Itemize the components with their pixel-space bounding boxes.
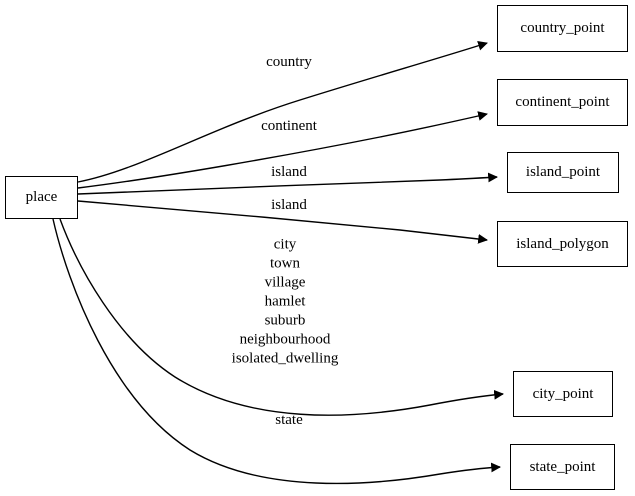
node-continent_point[interactable]: continent_point bbox=[497, 79, 628, 126]
edge-label-island_point: island bbox=[271, 164, 307, 180]
node-island_point[interactable]: island_point bbox=[507, 152, 619, 193]
node-city_point[interactable]: city_point bbox=[513, 371, 613, 417]
edge-place-to-state_point bbox=[52, 218, 501, 485]
node-label: place bbox=[25, 189, 58, 205]
edge-label-continent_point: continent bbox=[261, 118, 317, 134]
node-label: continent_point bbox=[515, 94, 610, 110]
node-label: island_point bbox=[525, 164, 601, 180]
edge-place-to-city_point bbox=[59, 218, 504, 416]
edge-place-to-island_polygon bbox=[77, 200, 488, 244]
edge-label-country_point: country bbox=[266, 54, 312, 70]
edge-place-to-continent_point bbox=[77, 111, 488, 189]
edge-label-state_point: state bbox=[275, 412, 303, 428]
node-label: city_point bbox=[532, 385, 594, 402]
node-label: state_point bbox=[529, 458, 596, 475]
node-island_polygon[interactable]: island_polygon bbox=[497, 221, 628, 267]
node-state_point[interactable]: state_point bbox=[510, 444, 615, 490]
node-label: country_point bbox=[520, 20, 605, 36]
edge-label-city_point: city town village hamlet suburb neighbou… bbox=[231, 236, 339, 367]
node-label: island_polygon bbox=[516, 235, 609, 252]
edge-place-to-island_point bbox=[77, 172, 498, 195]
node-country_point[interactable]: country_point bbox=[497, 5, 628, 52]
edge-label-island_polygon: island bbox=[271, 197, 307, 213]
edge-place-to-country_point bbox=[77, 41, 488, 183]
node-place[interactable]: place bbox=[5, 176, 78, 219]
